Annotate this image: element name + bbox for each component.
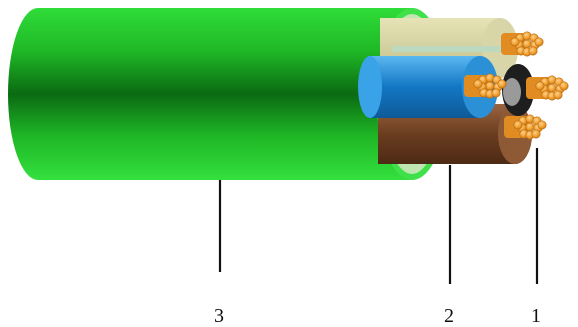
core-blue [358, 56, 498, 118]
core-black [502, 64, 534, 116]
copper-conductors [464, 31, 569, 140]
conductor-top [501, 31, 544, 57]
conductor-blue [464, 73, 507, 99]
callout-label-2: 2 [444, 305, 454, 327]
conductor-right [526, 75, 569, 101]
callout-label-1: 1 [531, 305, 541, 327]
callout-label-3: 3 [214, 305, 224, 327]
conductor-bottom [504, 114, 547, 140]
